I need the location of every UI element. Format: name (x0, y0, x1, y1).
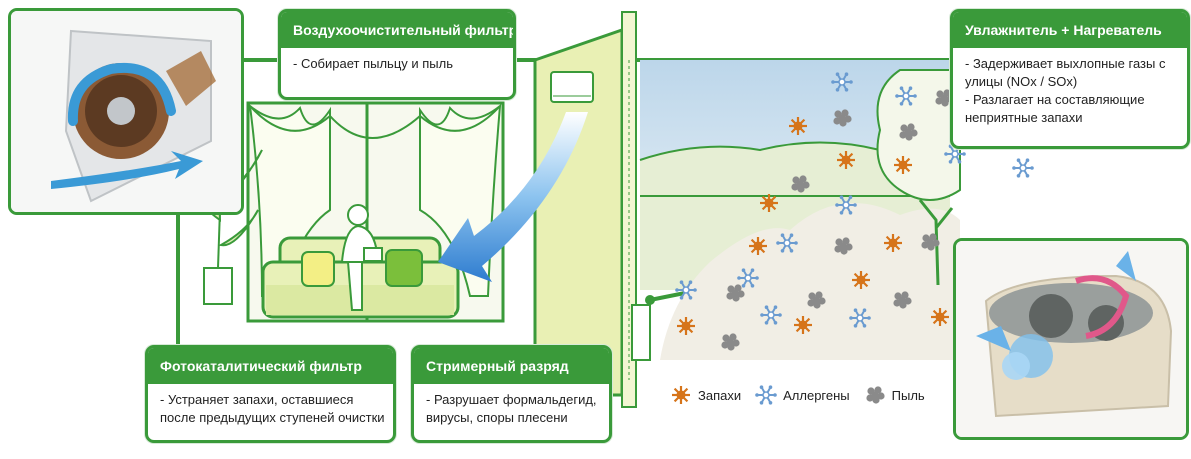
particle-legend: Запахи Аллергены Пыль (668, 382, 931, 408)
odor-icon (672, 386, 690, 404)
allergen-particle-icon (895, 86, 917, 106)
dust-particle-icon (726, 284, 745, 302)
dust-icon (866, 386, 885, 404)
inset-outdoor-unit (953, 238, 1189, 440)
air-flow-arrow (438, 112, 588, 282)
callout-humidifier-heater: Увлажнитель + Нагреватель - Задерживает … (950, 9, 1190, 149)
callout-air-filter: Воздухоочистительный фильтр - Собирает п… (278, 9, 516, 100)
odor-particle-icon (931, 308, 949, 326)
allergen-particle-icon (835, 195, 857, 215)
callout-line: - Разлагает на составляющие (965, 92, 1145, 107)
callout-title: Стримерный разряд (414, 348, 609, 384)
callout-text: - Разрушает формальдегид, вирусы, споры … (414, 384, 609, 433)
callout-line: - Задерживает выхлопные газы с (965, 56, 1166, 71)
odor-particle-icon (794, 316, 812, 334)
inset-indoor-filter (8, 8, 244, 215)
callout-text: - Устраняет запахи, оставшиеся после пре… (148, 384, 393, 433)
dust-particle-icon (899, 123, 918, 141)
callout-line: после предыдущих ступеней очистки (160, 410, 385, 425)
callout-title: Увлажнитель + Нагреватель (953, 12, 1187, 48)
dust-particle-icon (791, 175, 810, 193)
dust-particle-icon (721, 333, 740, 351)
wall (533, 11, 651, 408)
callout-line: - Устраняет запахи, оставшиеся (160, 392, 354, 407)
callout-streamer-discharge: Стримерный разряд - Разрушает формальдег… (411, 345, 612, 443)
allergen-particle-icon (944, 144, 966, 164)
legend-item-dust: Пыль (862, 382, 925, 408)
legend-label: Пыль (891, 387, 925, 403)
odor-particle-icon (852, 271, 870, 289)
callout-title: Воздухоочистительный фильтр (281, 12, 513, 48)
legend-item-allergens: Аллергены (753, 382, 850, 408)
odor-particle-icon (894, 156, 912, 174)
odor-particle-icon (837, 151, 855, 169)
dust-particle-icon (921, 233, 940, 251)
indoor-unit-illustration (11, 11, 241, 212)
dust-particle-icon (834, 237, 853, 255)
callout-text: - Задерживает выхлопные газы с улицы (NO… (953, 48, 1187, 133)
dust-particle-icon (893, 291, 912, 309)
allergen-particle-icon (737, 268, 759, 288)
allergen-particle-icon (831, 72, 853, 92)
legend-label: Аллергены (783, 387, 850, 403)
callout-title: Фотокаталитический фильтр (148, 348, 393, 384)
callout-photocatalytic-filter: Фотокаталитический фильтр - Устраняет за… (145, 345, 396, 443)
ac-indoor-unit (550, 71, 594, 103)
allergen-icon (755, 385, 777, 405)
allergen-particle-icon (849, 308, 871, 328)
dust-particle-icon (807, 291, 826, 309)
legend-label: Запахи (698, 387, 742, 403)
particles-outdoor (675, 72, 1034, 351)
legend-item-odors: Запахи (668, 382, 741, 408)
allergen-particle-icon (776, 233, 798, 253)
odor-particle-icon (884, 234, 902, 252)
dust-particle-icon (833, 109, 852, 127)
callout-line: вирусы, споры плесени (426, 410, 568, 425)
allergen-particle-icon (760, 305, 782, 325)
callout-line: улицы (NOx / SOx) (965, 74, 1078, 89)
odor-particle-icon (789, 117, 807, 135)
odor-particle-icon (749, 237, 767, 255)
allergen-particle-icon (675, 280, 697, 300)
callout-line: - Разрушает формальдегид, (426, 392, 597, 407)
allergen-particle-icon (1012, 158, 1034, 178)
outdoor-unit-illustration (956, 241, 1186, 437)
outdoor-scene (639, 60, 961, 360)
odor-particle-icon (677, 317, 695, 335)
callout-line: - Собирает пыльцу и пыль (293, 56, 454, 71)
odor-particle-icon (760, 194, 778, 212)
callout-text: - Собирает пыльцу и пыль (281, 48, 513, 79)
callout-line: неприятные запахи (965, 110, 1083, 125)
